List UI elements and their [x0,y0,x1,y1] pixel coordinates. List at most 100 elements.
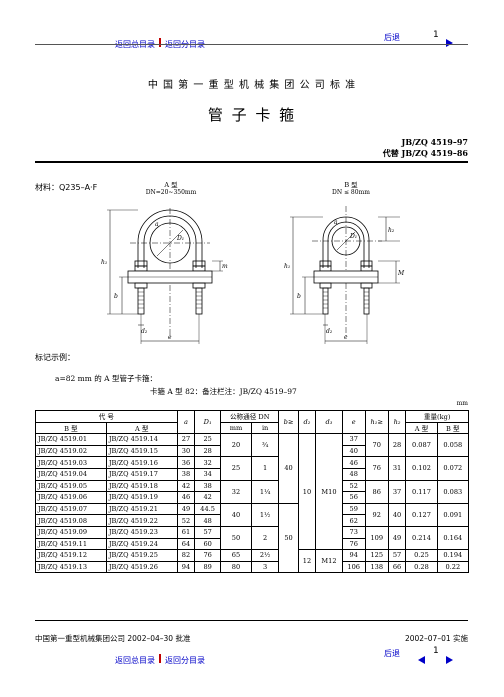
cell-e: 59 [341,502,366,516]
cell-e: 52 [341,479,366,493]
figure-b-label-d1: D₁ [349,233,357,240]
code-b: JB/ZQ 4519.11 [35,537,107,551]
cell-inch: 3 [250,560,280,574]
cell-h2: 57 [387,549,407,562]
cell-a: 52 [176,514,196,527]
code-a: JB/ZQ 4519.18 [105,479,178,493]
org-title: 中 国 第 一 重 型 机 械 集 团 公 司 标 准 [147,80,357,91]
header-d3: d₃ [315,409,343,435]
cell-e: 76 [341,537,366,551]
code-a: JB/ZQ 4519.16 [105,456,178,469]
code-b: JB/ZQ 4519.01 [35,433,107,446]
code-b: JB/ZQ 4519.06 [35,491,107,504]
header-d1: D₁ [194,409,222,435]
code-a: JB/ZQ 4519.26 [105,560,178,574]
cell-h2: 31 [387,456,407,481]
cell-wa: 0.214 [405,525,438,551]
cell-d1: 76 [194,549,222,562]
cell-inch: 1½ [250,502,280,527]
cell-a: 46 [176,491,196,504]
code-a: JB/ZQ 4519.22 [105,514,178,527]
table-row: JB/ZQ 4519.13 JB/ZQ 4519.26 94 89 80 3 1… [35,560,470,574]
code-a: JB/ZQ 4519.24 [105,537,178,551]
figure-a-range: DN=20~350mm [145,189,197,196]
header-type-a: A 型 [105,421,178,435]
table-row: JB/ZQ 4519.11 JB/ZQ 4519.24 64 60 76 [35,537,469,551]
code-b: JB/ZQ 4519.12 [35,549,107,562]
cell-wa: 0.117 [405,479,438,504]
figure-b-label-a: a [334,219,338,226]
back-link[interactable]: 后退 [384,33,400,42]
cell-wa: 0.102 [405,456,438,481]
cell-wb: 0.164 [436,525,470,551]
cell-h1: 138 [364,560,389,574]
header-rule [35,161,468,163]
cell-a: 61 [176,525,196,539]
figure-a-label-a: a [155,221,159,228]
cell-e: 46 [341,456,366,469]
page-number: 1 [433,30,439,40]
table-row: JB/ZQ 4519.04 JB/ZQ 4519.17 38 34 48 [35,467,469,481]
code-b: JB/ZQ 4519.04 [35,467,107,481]
cell-wa: 0.28 [405,560,438,574]
cell-e: 62 [341,514,366,527]
code-a: JB/ZQ 4519.25 [105,549,178,562]
header-dn: 公称通径 DN [220,410,280,423]
cell-e: 48 [341,467,366,481]
home-link[interactable]: 返回总目录 [115,656,155,665]
cell-d1: 34 [194,467,222,481]
table-row: JB/ZQ 4519.05 JB/ZQ 4519.18 42 38 32 1¼ … [35,479,470,504]
table-row: JB/ZQ 4519.07 JB/ZQ 4519.21 49 44.5 40 1… [35,502,470,574]
cell-h2: 37 [387,479,407,504]
cell-d1: 32 [194,456,222,469]
bottom-nav: 返回总目录 返回分目录 [115,648,205,667]
header-dn-in: in [250,421,280,435]
code-a: JB/ZQ 4519.17 [105,467,178,481]
cell-dn: 25 [220,456,252,481]
table-row: JB/ZQ 4519.01 JB/ZQ 4519.14 27 25 20 ¾ 4… [35,433,470,551]
cell-h2: 66 [387,560,407,574]
standard-code: JB/ZQ 4519–97 [401,137,468,147]
cell-d3: M12 [315,549,343,574]
cell-d1: 28 [194,444,222,458]
figure-a-label-d1: D₁ [176,235,184,242]
prev-page-icon[interactable] [418,649,425,668]
cell-d2: 10 [297,433,317,551]
figure-a-label-d2: d₂ [141,328,148,335]
example-line-1: a=82 mm 的 A 型管子卡箍： [55,374,157,383]
cell-inch: ¾ [250,433,280,458]
header-h2: h₂ [387,409,407,435]
table-row: JB/ZQ 4519.03 JB/ZQ 4519.16 36 32 25 1 4… [35,456,470,481]
table-row: JB/ZQ 4519.06 JB/ZQ 4519.19 46 42 56 [35,491,469,504]
cell-e: 37 [341,433,366,446]
cell-a: 30 [176,444,196,458]
figure-a-title: A 型 [164,181,178,189]
cell-wa: 0.127 [405,502,438,527]
next-page-icon[interactable] [446,649,453,668]
header-type-b: B 型 [35,421,107,435]
figure-b-label-d2: d₂ [326,328,333,335]
figure-b-label-m: M [397,270,405,277]
code-a: JB/ZQ 4519.19 [105,491,178,504]
cell-wb: 0.072 [436,456,470,481]
header-weight-a: A 型 [405,421,438,435]
approval-text: 中国第一重型机械集团公司 2002–04–30 批准 [35,634,191,643]
next-page-icon[interactable] [446,32,453,51]
figure-a-label-b: b [114,293,118,300]
cell-h1: 70 [364,433,389,458]
code-b: JB/ZQ 4519.13 [35,560,107,574]
cell-dn: 20 [220,433,252,458]
table-row: JB/ZQ 4519.02 JB/ZQ 4519.15 30 28 40 [35,444,469,458]
cell-d1: 38 [194,479,222,493]
cell-dn: 32 [220,479,252,504]
header-weight-b: B 型 [436,421,470,435]
cell-a: 38 [176,467,196,481]
section-link[interactable]: 返回分目录 [165,656,205,665]
cell-wb: 0.194 [436,549,470,562]
cell-a: 94 [176,560,196,574]
cell-a: 36 [176,456,196,469]
back-link[interactable]: 后退 [384,649,400,658]
code-b: JB/ZQ 4519.08 [35,514,107,527]
cell-dn: 80 [220,560,252,574]
